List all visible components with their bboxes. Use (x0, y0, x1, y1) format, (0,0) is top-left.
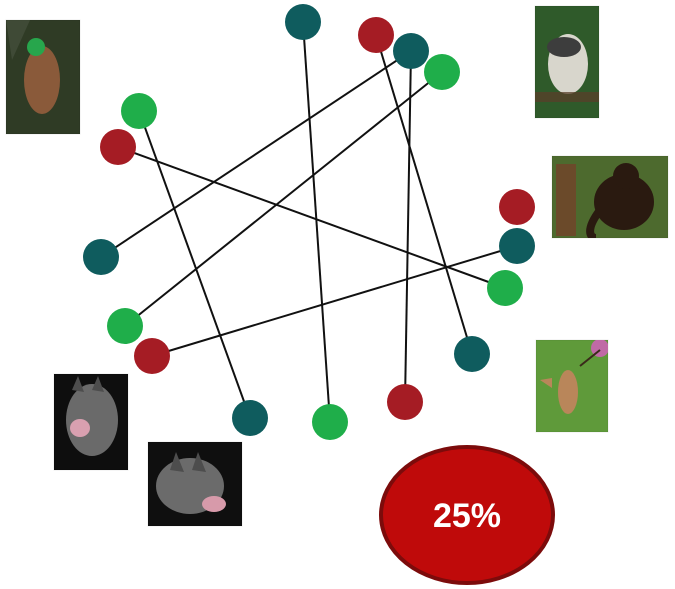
network-edge (151, 245, 518, 357)
network-node-teal (83, 239, 119, 275)
monkey-photo (551, 155, 669, 239)
percentage-badge: 25% (379, 445, 555, 585)
network-node-red (499, 189, 535, 225)
species-photos (5, 5, 669, 527)
bat-photo (53, 373, 129, 471)
network-node-green (312, 404, 348, 440)
network-node-teal (499, 228, 535, 264)
network-edge (404, 50, 412, 403)
badge-label: 25% (433, 497, 501, 535)
network-node-green (424, 54, 460, 90)
network-edge (117, 146, 506, 289)
network-node-red (100, 129, 136, 165)
network-nodes (83, 4, 535, 440)
harpy-eagle-photo (534, 5, 600, 119)
network-node-red (358, 17, 394, 53)
network-node-teal (393, 33, 429, 69)
bat-photo (147, 441, 243, 527)
network-node-red (134, 338, 170, 374)
network-node-teal (285, 4, 321, 40)
network-node-teal (454, 336, 490, 372)
network-node-green (107, 308, 143, 344)
network-node-red (387, 384, 423, 420)
green-hummingbird-perched-photo (5, 19, 81, 135)
network-edge (302, 21, 331, 423)
network-node-green (487, 270, 523, 306)
network-node-green (121, 93, 157, 129)
network-node-teal (232, 400, 268, 436)
network-edges (100, 21, 518, 423)
network-edge (100, 50, 412, 258)
network-edge (375, 34, 473, 355)
hummingbird-flower-photo (535, 339, 609, 433)
network-edge (124, 71, 443, 327)
badge-ellipse (379, 445, 555, 585)
